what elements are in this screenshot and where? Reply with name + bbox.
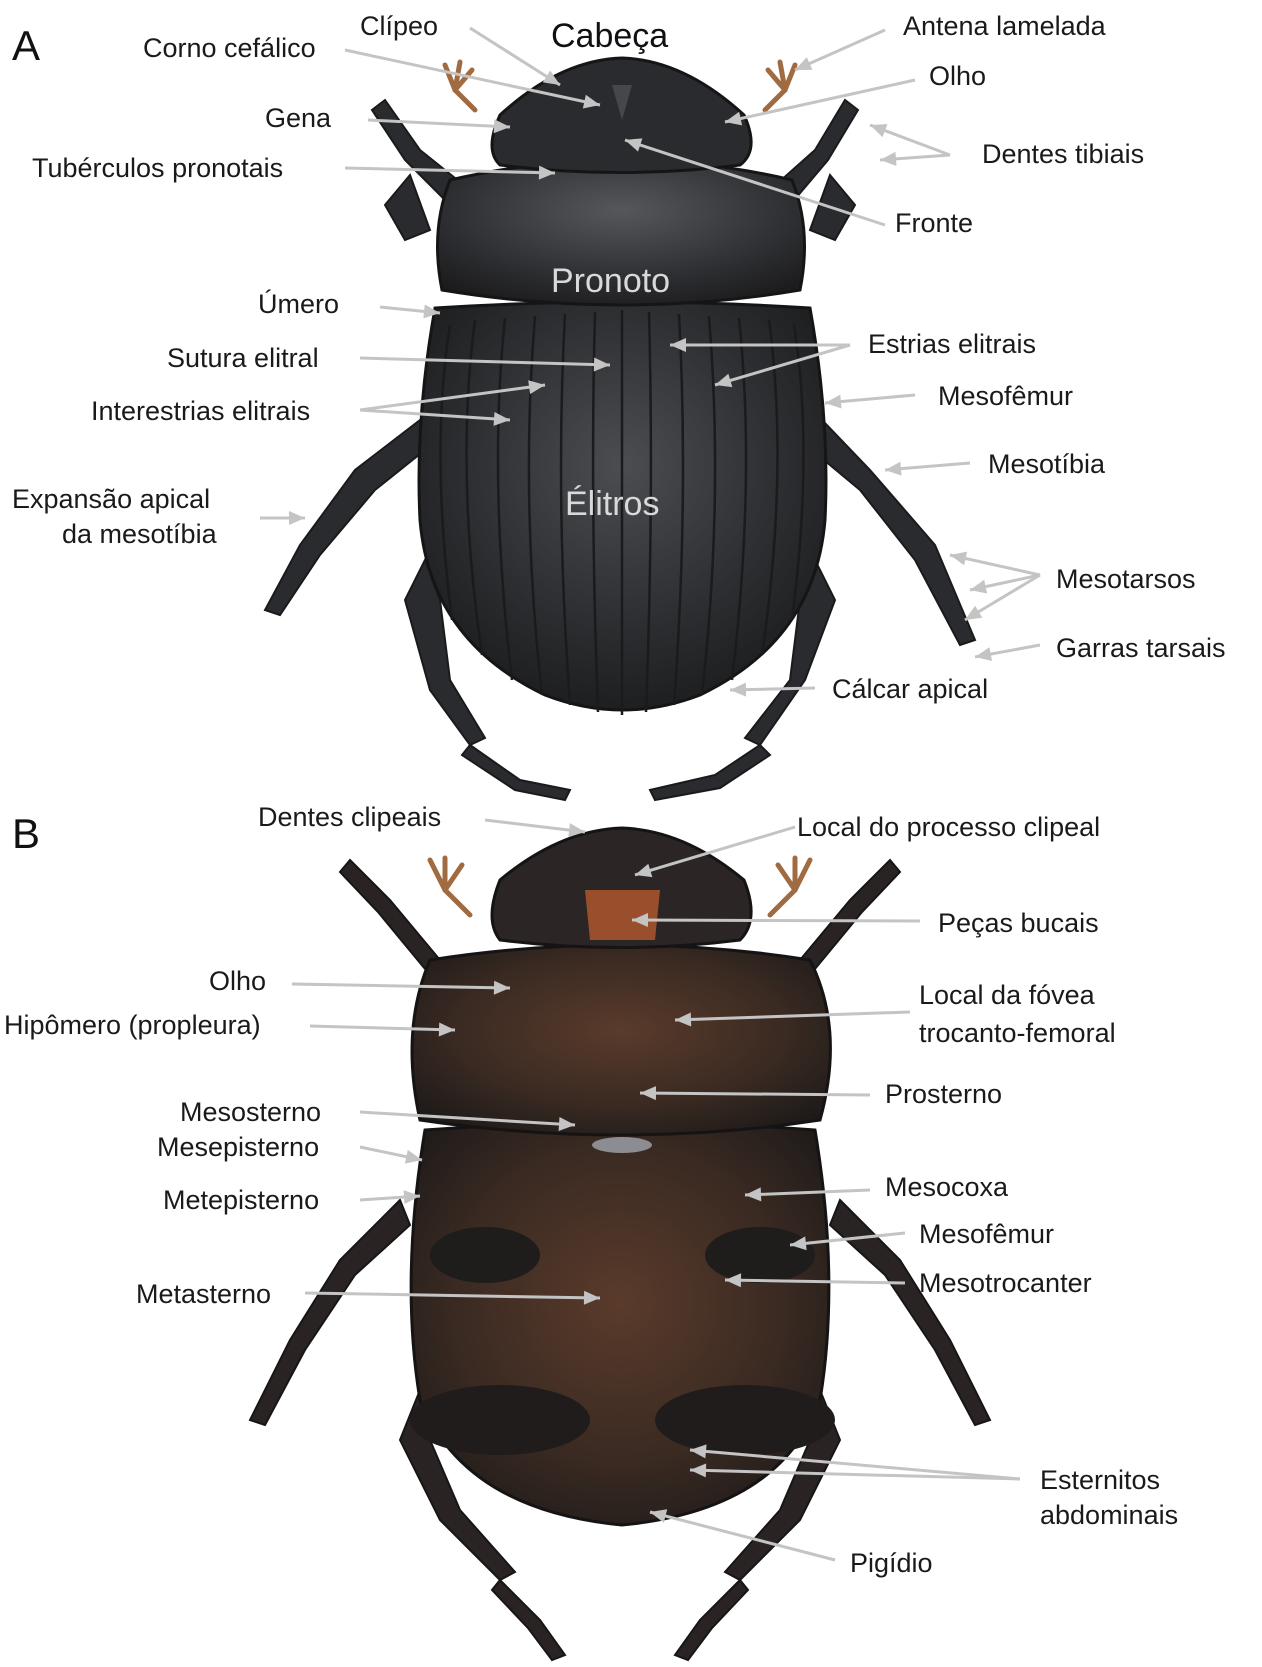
pointer-olho-a xyxy=(725,80,915,125)
label-expansao-apical-1: Expansão apical xyxy=(12,484,210,514)
label-expansao-apical-2: da mesotíbia xyxy=(62,519,218,549)
label-olho-a: Olho xyxy=(929,61,986,91)
label-mesofemur-b: Mesofêmur xyxy=(919,1219,1054,1249)
ventral-thorax xyxy=(412,945,830,1135)
mesofemur-ventral xyxy=(705,1227,815,1283)
panel-label-a: A xyxy=(12,22,40,69)
label-mesepisterno: Mesepisterno xyxy=(157,1132,319,1162)
pointer-antena-lamelada xyxy=(795,30,885,70)
mesosternum-shine xyxy=(592,1137,652,1153)
label-prosterno: Prosterno xyxy=(885,1079,1002,1109)
hind-femur-right xyxy=(655,1385,835,1455)
label-mesofemur-a: Mesofêmur xyxy=(938,381,1073,411)
label-elitros: Élitros xyxy=(565,485,659,523)
label-esternitos-2: abdominais xyxy=(1040,1500,1178,1530)
label-clipeo: Clípeo xyxy=(360,11,438,41)
label-mesotibia: Mesotíbia xyxy=(988,449,1106,479)
label-pigidio: Pigídio xyxy=(850,1548,933,1578)
label-cabeca: Cabeça xyxy=(551,17,668,55)
label-fronte: Fronte xyxy=(895,208,973,238)
label-umero: Úmero xyxy=(258,288,339,319)
label-metasterno: Metasterno xyxy=(136,1279,271,1309)
label-antena-lamelada: Antena lamelada xyxy=(903,11,1107,41)
ventral-beetle-illustration xyxy=(250,828,990,1660)
pointer-mesofemur-a xyxy=(825,395,915,409)
ventral-abdomen xyxy=(411,1123,829,1526)
label-garras-tarsais: Garras tarsais xyxy=(1056,633,1226,663)
label-mesotrocanter: Mesotrocanter xyxy=(919,1268,1092,1298)
label-corno-cefalico: Corno cefálico xyxy=(143,33,316,63)
hind-femur-left xyxy=(410,1385,590,1455)
pointer-mesepisterno xyxy=(360,1147,422,1164)
label-local-fovea-2: trocanto-femoral xyxy=(919,1018,1116,1048)
label-hipomero: Hipômero (propleura) xyxy=(4,1010,261,1040)
pointer-mesotarsos-2 xyxy=(970,575,1040,593)
label-interestrias-elitrais: Interestrias elitrais xyxy=(91,396,310,426)
label-calcar-apical: Cálcar apical xyxy=(832,674,988,704)
mouthparts-patch xyxy=(585,890,660,940)
pointer-dentes-tibiais-2 xyxy=(880,152,950,166)
label-gena: Gena xyxy=(265,103,332,133)
label-local-fovea-1: Local da fóvea xyxy=(919,980,1096,1010)
pointer-expansao-apical xyxy=(260,511,305,525)
label-estrias-elitrais: Estrias elitrais xyxy=(868,329,1036,359)
label-mesocoxa: Mesocoxa xyxy=(885,1172,1009,1202)
label-sutura-elitral: Sutura elitral xyxy=(167,343,319,373)
pointer-metepisterno xyxy=(360,1190,420,1204)
pointer-clipeo xyxy=(470,28,560,85)
pointer-mesotarsos-1 xyxy=(950,552,1040,575)
label-mesosterno: Mesosterno xyxy=(180,1097,321,1127)
label-metepisterno: Metepisterno xyxy=(163,1185,319,1215)
pointer-garras-tarsais xyxy=(975,645,1040,661)
label-esternitos-1: Esternitos xyxy=(1040,1465,1160,1495)
label-tuberculos-pronotais: Tubérculos pronotais xyxy=(32,153,283,183)
label-mesotarsos: Mesotarsos xyxy=(1056,564,1196,594)
label-dentes-clipeais: Dentes clipeais xyxy=(258,802,441,832)
pointer-mesotibia xyxy=(885,462,970,476)
label-pecas-bucais: Peças bucais xyxy=(938,908,1099,938)
panel-label-b: B xyxy=(12,810,40,857)
label-olho-b: Olho xyxy=(209,966,266,996)
label-dentes-tibiais: Dentes tibiais xyxy=(982,139,1144,169)
label-local-processo-clipeal: Local do processo clipeal xyxy=(797,812,1100,842)
pointer-umero xyxy=(380,304,440,318)
label-pronoto: Pronoto xyxy=(551,262,670,300)
mesofemur-ventral-left xyxy=(430,1227,540,1283)
pointer-dentes-tibiais-1 xyxy=(870,124,950,155)
pointer-dentes-clipeais xyxy=(485,820,585,837)
